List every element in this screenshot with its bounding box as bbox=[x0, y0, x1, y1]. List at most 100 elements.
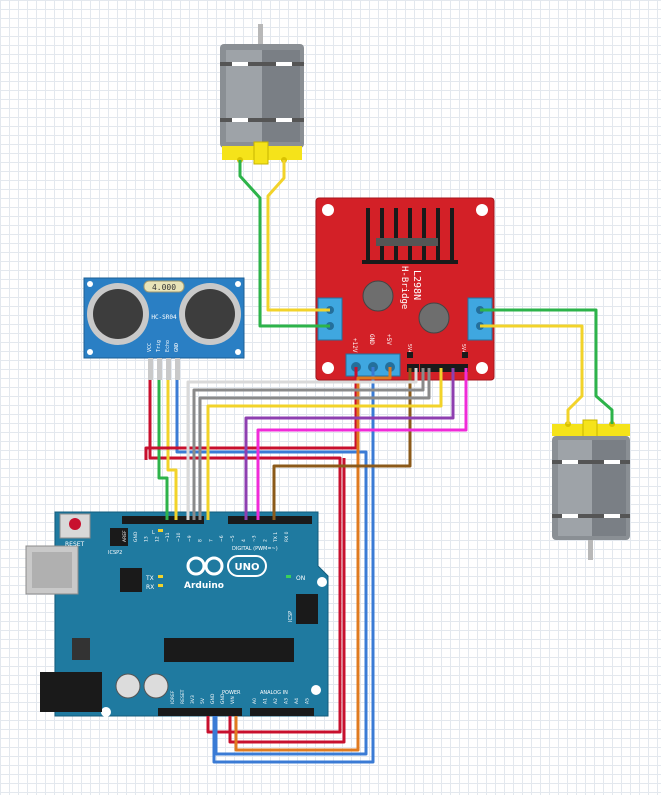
hbridge-subtitle: H-Bridge bbox=[399, 266, 409, 309]
hbridge-capacitor-2 bbox=[418, 302, 450, 334]
digital-pin-label-3: 12 bbox=[154, 536, 160, 542]
analog-pin-label-3: A3 bbox=[284, 698, 290, 704]
digital-pin-label-1: GND bbox=[133, 531, 139, 542]
power-pin-label-2: 3V3 bbox=[190, 695, 196, 704]
analog-pin-label-4: A4 bbox=[294, 698, 300, 704]
wire-in1-white bbox=[186, 368, 418, 520]
power-pin-label-5: GND bbox=[220, 693, 226, 704]
digital-header-left bbox=[122, 516, 204, 524]
power-pin-label-4: GND bbox=[210, 693, 216, 704]
arduino-board bbox=[54, 511, 329, 717]
hbridge-board bbox=[315, 197, 495, 381]
wire-motor-right-green bbox=[480, 308, 614, 424]
label-gnd: GND bbox=[368, 334, 375, 345]
digital-pin-label-5: ~10 bbox=[176, 532, 182, 542]
digital-header-right bbox=[228, 516, 312, 524]
icsp2-label: ICSP2 bbox=[108, 550, 122, 556]
wire-in4-yellow bbox=[206, 368, 443, 520]
atmega-chip bbox=[164, 638, 294, 662]
sonar-pin-vcc: VCC bbox=[147, 343, 153, 352]
digital-pin-label-14: TX 1 bbox=[273, 532, 279, 543]
power-pin-label-1: RESET bbox=[180, 689, 186, 704]
wire-sonar-echo bbox=[166, 380, 178, 520]
capacitor-1 bbox=[115, 673, 141, 699]
usb-chip bbox=[120, 568, 142, 592]
sonar-pin-trig: Trig bbox=[156, 340, 162, 352]
wire-sonar-trig bbox=[157, 380, 169, 520]
digital-pin-label-8: 7 bbox=[208, 539, 214, 542]
power-pin-label-0: IOREF bbox=[170, 690, 176, 704]
led-rx-label: RX bbox=[146, 584, 154, 591]
digital-pin-label-15: RX 0 bbox=[284, 531, 290, 542]
power-header bbox=[158, 708, 242, 716]
motor-b-terminal bbox=[467, 297, 493, 341]
icsp-header bbox=[296, 594, 318, 624]
motor-right bbox=[552, 419, 630, 560]
wire-sonar-gnd bbox=[175, 380, 368, 756]
label-ena: 5V+ bbox=[406, 344, 412, 353]
power-pin-label-6: VIN bbox=[230, 696, 236, 704]
label-plus5v: +5V bbox=[385, 334, 392, 345]
analog-label: ANALOG IN bbox=[260, 690, 288, 696]
wire-in-purple bbox=[244, 368, 455, 520]
motor-a-terminal bbox=[317, 297, 343, 341]
analog-pin-label-0: A0 bbox=[252, 698, 258, 704]
digital-pin-label-11: 4 bbox=[241, 539, 247, 542]
heatsink bbox=[362, 208, 458, 264]
arduino-uno: RESET ICSP2 ICSP Arduino UNO L TX RX ON … bbox=[25, 511, 329, 717]
wire-in3-gray bbox=[198, 368, 431, 520]
led-on-label: ON bbox=[296, 575, 305, 582]
dc-jack bbox=[40, 672, 102, 712]
hbridge-model-label: L298N bbox=[411, 270, 422, 300]
arduino-logo: Arduino UNO bbox=[184, 555, 267, 591]
digital-pin-label-10: ~5 bbox=[230, 535, 236, 542]
arduino-brand: Arduino bbox=[184, 581, 224, 591]
wire-enb-pink bbox=[256, 368, 468, 520]
digital-label: DIGITAL (PWM=~) bbox=[232, 546, 278, 552]
wire-vin-red bbox=[228, 458, 346, 744]
analog-pin-label-1: A1 bbox=[263, 698, 269, 704]
sonar-crystal-label: 4.000 bbox=[152, 283, 176, 292]
icsp2-header bbox=[110, 528, 128, 546]
motor-top-shaft bbox=[258, 24, 263, 50]
motor-right-shaft bbox=[588, 540, 593, 560]
digital-pin-label-13: 2 bbox=[262, 539, 268, 542]
wire-in2-gray bbox=[192, 368, 425, 520]
sonar-pin-echo: Echo bbox=[165, 340, 171, 352]
wires bbox=[144, 160, 614, 764]
icsp-label: ICSP bbox=[288, 611, 294, 622]
reset-label: RESET bbox=[65, 541, 85, 548]
digital-pin-label-0: AREF bbox=[122, 530, 128, 542]
digital-pin-label-7: 8 bbox=[198, 539, 204, 542]
sonar-crystal bbox=[143, 280, 185, 293]
digital-pin-label-6: ~9 bbox=[187, 535, 193, 542]
wire-sonar-vcc bbox=[148, 380, 342, 734]
led-l-label: L bbox=[152, 530, 155, 536]
digital-pin-label-12: ~3 bbox=[252, 535, 258, 542]
sonar-model-label: HC-SR04 bbox=[151, 314, 177, 321]
hbridge-capacitor-1 bbox=[362, 280, 394, 312]
motor-top bbox=[220, 24, 304, 165]
digital-pin-label-9: ~6 bbox=[219, 535, 225, 542]
voltage-regulator bbox=[72, 638, 90, 660]
analog-pin-label-5: A5 bbox=[305, 698, 311, 704]
wire-hbridge-5v-orange bbox=[234, 367, 392, 752]
digital-pin-label-2: 13 bbox=[144, 536, 150, 542]
power-label: POWER bbox=[222, 690, 241, 696]
digital-pin-label-4: ~11 bbox=[165, 532, 171, 542]
wire-motor-top-yellow bbox=[266, 160, 330, 312]
wire-motor-right-yellow bbox=[480, 324, 584, 424]
wire-motor-top-green bbox=[238, 160, 330, 328]
sonar-pin-gnd: GND bbox=[174, 343, 180, 352]
wire-hbridge-gnd-blue bbox=[212, 367, 375, 764]
analog-pin-label-2: A2 bbox=[273, 698, 279, 704]
ultrasonic-sensor: 4.000 HC-SR04 VCC Trig Echo GND bbox=[83, 277, 245, 380]
led-tx-label: TX bbox=[145, 575, 154, 582]
analog-header bbox=[250, 708, 314, 716]
power-pin-label-3: 5V bbox=[200, 697, 206, 704]
l298n-module: L298N H-Bridge +12V GND +5V 5V+ 5V+ bbox=[315, 197, 495, 381]
capacitor-2 bbox=[143, 673, 169, 699]
label-plus12v: +12V bbox=[351, 338, 358, 353]
arduino-model: UNO bbox=[235, 562, 260, 573]
